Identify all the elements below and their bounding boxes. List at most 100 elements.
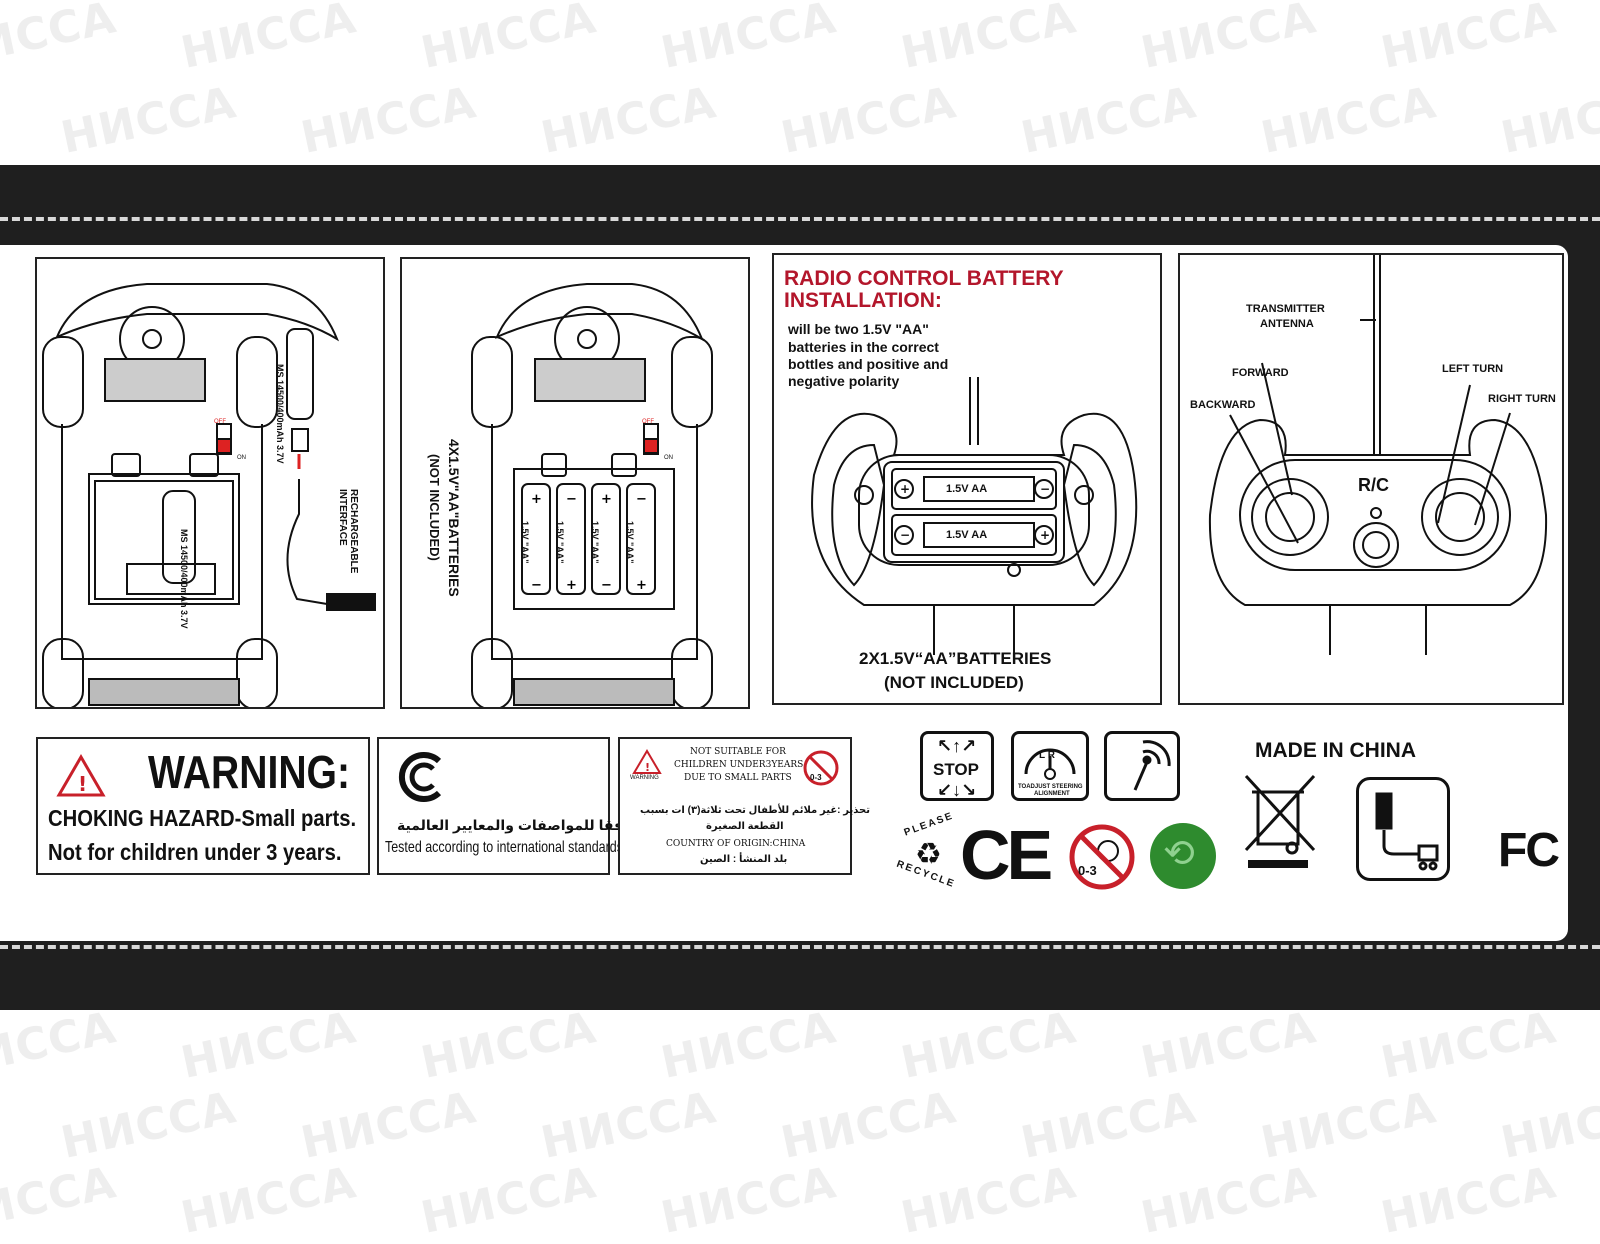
polarity-symbol: −	[601, 578, 612, 593]
warning-box: ! WARNING: CHOKING HAZARD-Small parts. N…	[36, 737, 370, 875]
polarity-symbol: −	[636, 492, 647, 507]
no-children-icon	[1069, 824, 1135, 890]
backward-label: BACKWARD	[1190, 399, 1256, 411]
left-turn-label: LEFT TURN	[1442, 363, 1504, 375]
switch-on-label: ON	[664, 455, 673, 461]
cell-label: 1.5V "AA"	[625, 521, 635, 564]
watermark-text: НИССА	[176, 0, 361, 79]
watermark-text: НИССА	[656, 1157, 841, 1244]
rc-cell-label: 1.5V AA	[946, 483, 988, 495]
watermark-text: НИССА	[56, 77, 241, 164]
cell-label: 1.5V "AA"	[520, 521, 530, 564]
watermark-text: НИССА	[416, 0, 601, 79]
antenna-label-2: ANTENNA	[1260, 318, 1314, 330]
warning-line: Not for children under 3 years.	[48, 839, 342, 865]
svg-text:−: −	[1040, 482, 1050, 496]
rc-batteries-label: 2X1.5V“AA”BATTERIES	[859, 649, 1052, 668]
car-batteries-illustration: +−−++−−+	[471, 283, 713, 707]
watermark-text: НИССА	[656, 0, 841, 79]
right-turn-label: RIGHT TURN	[1488, 393, 1556, 405]
rechargeable-interface-label: RECHARGEABLE INTERFACE	[337, 489, 359, 574]
watermark-text: НИССА	[1496, 77, 1600, 164]
watermark-text: НИССА	[1256, 1082, 1441, 1169]
rc-cell-label: 1.5V AA	[946, 529, 988, 541]
rc-not-included: (NOT INCLUDED)	[884, 673, 1024, 692]
fcc-mark: FC	[1498, 824, 1560, 877]
age-restriction-icon: 0-3	[1068, 823, 1136, 891]
transmitter-illustration	[1208, 255, 1548, 655]
switch-off-label: OFF	[642, 419, 654, 425]
warning-triangle-icon: !	[632, 749, 662, 774]
panel-rc-install: RADIO CONTROL BATTERY INSTALLATION: will…	[772, 253, 1162, 705]
watermark-text: НИССА	[416, 1002, 601, 1089]
standards-logo-icon	[398, 752, 442, 802]
ce-mark: CE	[960, 816, 1053, 894]
rc-desc-line: batteries in the correct	[788, 339, 939, 355]
svg-text:!: !	[645, 761, 650, 774]
watermark-text: НИССА	[536, 1082, 721, 1169]
polarity-symbol: +	[566, 578, 577, 593]
polarity-symbol: −	[566, 492, 577, 507]
antenna-icon	[1133, 740, 1171, 791]
watermark-text: НИССА	[296, 1082, 481, 1169]
watermark-text: НИССА	[1496, 1082, 1600, 1169]
svg-text:−: −	[900, 528, 910, 542]
dashed-line-top	[0, 217, 1600, 221]
warning-triangle-icon: !	[56, 754, 106, 797]
watermark-text: НИССА	[776, 1082, 961, 1169]
svg-text:+: +	[1040, 528, 1050, 542]
rc-desc-line: bottles and positive and	[788, 356, 949, 372]
age-arabic: القطعة الصغيرة	[706, 821, 784, 832]
watermark-text: НИССА	[1136, 1002, 1321, 1089]
age-line: DUE TO SMALL PARTS	[684, 773, 792, 783]
aa-cell	[556, 483, 586, 595]
rc-desc-line: negative polarity	[788, 373, 900, 389]
watermark-text: НИССА	[0, 1002, 121, 1089]
lr-label: L R	[1039, 750, 1055, 761]
signal-icon	[1104, 731, 1180, 801]
gauge-icon	[1024, 748, 1076, 780]
origin-line: COUNTRY OF ORIGIN:CHINA	[666, 839, 806, 849]
svg-text:+: +	[900, 482, 910, 496]
age-restriction-icon	[803, 750, 839, 786]
warning-title: WARNING:	[148, 746, 350, 798]
aa-cell	[521, 483, 551, 595]
watermark-text: НИССА	[0, 1157, 121, 1244]
age-badge-label: 0-3	[1078, 863, 1097, 878]
panel-car-batteries: +−−++−−+ 4X1.5V"AA"BATTERIES (NOT INCLUD…	[400, 257, 750, 709]
stop-label: STOP	[933, 760, 979, 779]
weee-bin-icon	[1244, 774, 1316, 868]
rc-install-title: RADIO CONTROL BATTERY	[784, 267, 1064, 290]
watermark-text: НИССА	[176, 1002, 361, 1089]
age-arabic: بلد المنشأ : الصين	[700, 854, 788, 865]
made-in-china: MADE IN CHINA	[1255, 739, 1416, 762]
instruction-panel: MS 14500/400mAh 3.7V MS 14500/400mAh 3.7…	[0, 245, 1568, 941]
standards-english: Tested according to international standa…	[385, 839, 623, 856]
switch-off-label: OFF	[214, 419, 226, 425]
watermark-text: НИССА	[776, 77, 961, 164]
watermark-text: НИССА	[656, 1002, 841, 1089]
watermark-text: НИССА	[1136, 1157, 1321, 1244]
steering-label-2: ALIGNMENT	[1034, 791, 1070, 797]
switch-on-label: ON	[237, 455, 246, 461]
stop-icon: STOP ↖↑↗ ↙↓↘	[920, 731, 994, 801]
not-included-label: (NOT INCLUDED)	[427, 454, 442, 561]
cell-label: 1.5V "AA"	[555, 521, 565, 564]
rc-install-title-2: INSTALLATION:	[784, 289, 942, 312]
batteries-label: 4X1.5V"AA"BATTERIES	[446, 439, 462, 597]
panel-transmitter: TRANSMITTER ANTENNA FORWARD BACKWARD LEF…	[1178, 253, 1564, 705]
car-recharge-illustration	[42, 283, 376, 707]
forward-label: FORWARD	[1232, 367, 1289, 379]
watermark-text: НИССА	[1016, 77, 1201, 164]
usb-cable-icon	[1375, 792, 1439, 871]
rc-desc-line: will be two 1.5V "AA"	[788, 321, 929, 337]
watermark-text: НИССА	[1376, 1157, 1561, 1244]
age-badge-label: 0-3	[810, 773, 822, 782]
arrows-icon: ↙↓↘	[937, 780, 977, 800]
watermark-text: НИССА	[176, 1157, 361, 1244]
polarity-symbol: −	[531, 578, 542, 593]
age-line: NOT SUITABLE FOR	[690, 747, 786, 757]
rc-label: R/C	[1358, 475, 1389, 495]
age-arabic: تحذير :غير ملائم للأطفال تحت ثلاثة(٣) ات…	[640, 805, 870, 816]
aa-cell	[626, 483, 656, 595]
